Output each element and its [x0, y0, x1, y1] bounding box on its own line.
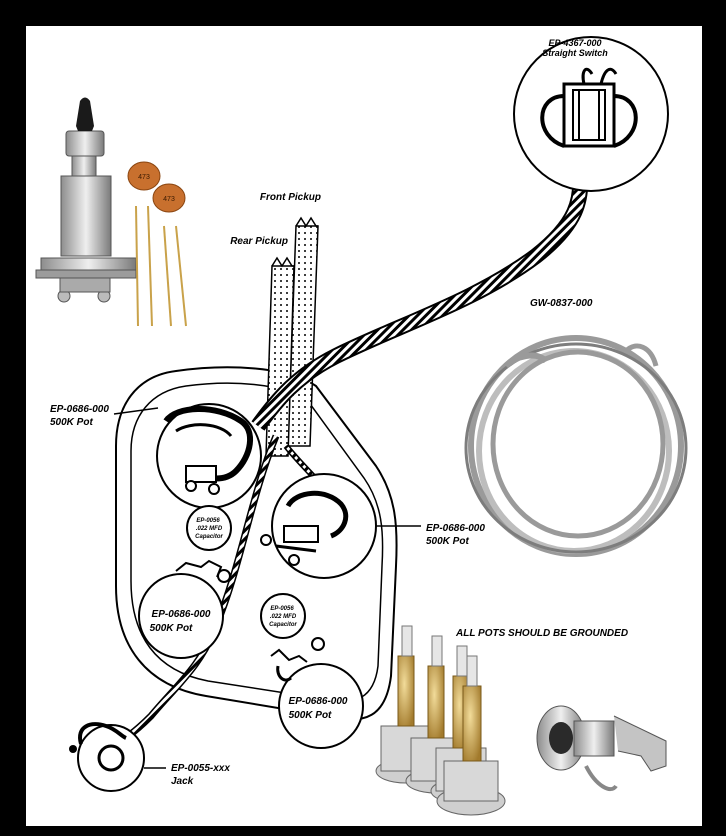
cap1-value-label: .022 MFD — [196, 526, 223, 532]
ground-note: ALL POTS SHOULD BE GROUNDED — [455, 628, 628, 639]
front-pickup-label: Front Pickup — [260, 192, 321, 203]
rear-pickup-label: Rear Pickup — [230, 236, 288, 247]
pot-right-value-label: 500K Pot — [426, 536, 469, 547]
diagram-svg: EP-4367-000 Straight Switch Front Pickup… — [35, 36, 688, 816]
pot-br-part-label: EP-0686-000 — [289, 696, 348, 707]
capacitor-1 — [186, 505, 232, 551]
switch-name-label: Straight Switch — [542, 48, 608, 58]
pot-tl-part-label: EP-0686-000 — [50, 404, 109, 415]
wiring-diagram: EP-4367-000 Straight Switch Front Pickup… — [26, 26, 702, 826]
capacitor-2 — [260, 593, 306, 639]
ceramic-capacitors-photo — [127, 161, 187, 327]
cap2-name-label: Capacitor — [269, 622, 297, 628]
pot-bottom-left — [138, 573, 224, 659]
pots-photo — [375, 625, 506, 816]
pot-bl-value-label: 500K Pot — [150, 623, 193, 634]
wire-part-label: GW-0837-000 — [530, 298, 593, 309]
cap-photo-1-label: 473 — [138, 174, 150, 181]
jack-part-label: EP-0055-xxx — [171, 763, 230, 774]
jack-name-label: Jack — [171, 776, 194, 787]
pot-bl-part-label: EP-0686-000 — [152, 609, 211, 620]
cap1-name-label: Capacitor — [195, 534, 223, 540]
pot-br-value-label: 500K Pot — [289, 710, 332, 721]
switch-part-label: EP-4367-000 — [548, 38, 601, 48]
cap2-value-label: .022 MFD — [270, 614, 297, 620]
cap2-part-label: EP-0056 — [270, 606, 294, 612]
cap1-part-label: EP-0056 — [196, 518, 220, 524]
braided-wire-coil-photo — [464, 335, 688, 557]
output-jack-photo — [536, 705, 667, 792]
cap-photo-2-label: 473 — [163, 196, 175, 203]
pot-right-part-label: EP-0686-000 — [426, 523, 485, 534]
pot-bottom-right — [278, 663, 364, 749]
pot-tl-value-label: 500K Pot — [50, 417, 93, 428]
toggle-switch-photo — [35, 97, 137, 303]
